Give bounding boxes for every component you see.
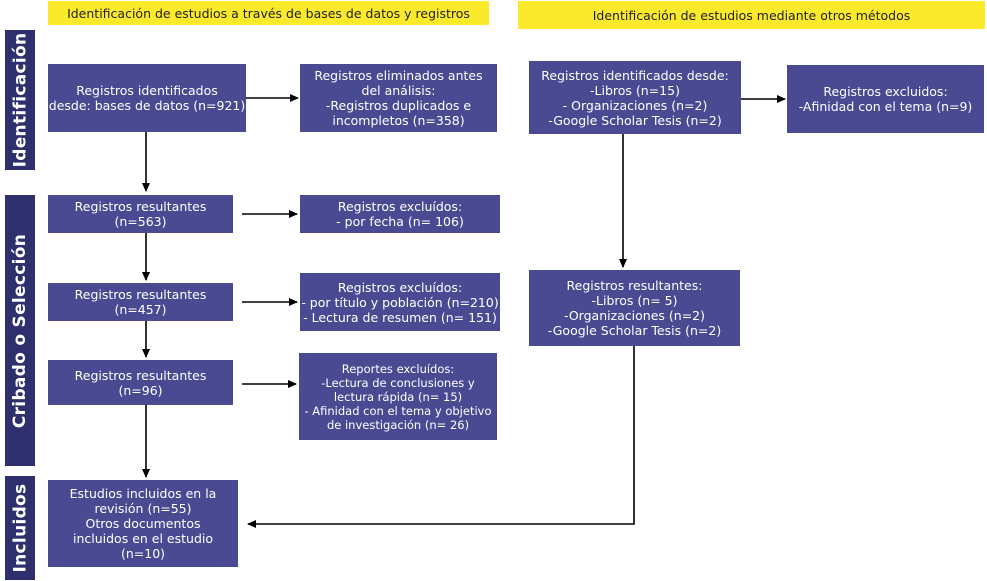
box-line: Registros identificados desde: xyxy=(541,67,729,83)
box-line: Otros documentos xyxy=(85,516,201,531)
box-line: -Libros (n= 5) xyxy=(591,293,678,308)
header-databases: Identificación de estudios a través de b… xyxy=(48,1,489,25)
box-line: - por fecha (n= 106) xyxy=(336,214,464,229)
box-line: Registros resultantes xyxy=(74,199,207,214)
box-line: lectura rápida (n= 15) xyxy=(333,389,463,404)
box-line: - Organizaciones (n=2) xyxy=(562,97,708,113)
box-line: -Google Scholar Tesis (n=2) xyxy=(547,323,722,338)
box-line: desde: bases de datos (n=921) xyxy=(48,98,246,113)
box-line: Registros excluídos: xyxy=(337,199,463,214)
box-result-1: Registros resultantes(n=563) xyxy=(48,195,233,233)
box-line: Estudios incluidos en la xyxy=(69,486,217,501)
box-excluded-1: Registros excluídos:- por fecha (n= 106) xyxy=(300,195,500,233)
phase-incluidos: Incluidos xyxy=(5,476,35,580)
box-line: -Lectura de conclusiones y xyxy=(321,375,475,390)
box-line: Reportes excluídos: xyxy=(341,361,455,376)
box-line: revisión (n=55) xyxy=(94,501,192,516)
box-line: - Afinidad con el tema y objetivo xyxy=(304,403,492,418)
box-line: -Organizaciones (n=2) xyxy=(563,308,706,323)
header-other-methods: Identificación de estudios mediante otro… xyxy=(518,1,985,29)
box-other-result: Registros resultantes:-Libros (n= 5)-Org… xyxy=(529,270,740,346)
arrow-other-result-to-included xyxy=(247,346,635,528)
box-line: -Libros (n=15) xyxy=(590,82,680,98)
box-line: Registros resultantes xyxy=(74,287,207,302)
box-excluded-2: Registros excluídos:- por título y pobla… xyxy=(300,273,500,331)
box-line: (n=563) xyxy=(114,214,167,229)
box-line: incompletos (n=358) xyxy=(332,113,465,128)
box-line: del análisis: xyxy=(361,83,436,98)
box-excluded-3: Reportes excluídos:-Lectura de conclusio… xyxy=(299,353,497,440)
box-line: - Lectura de resumen (n= 151) xyxy=(303,309,497,325)
box-line: incluidos en el estudio xyxy=(72,531,213,546)
box-other-identified: Registros identificados desde:-Libros (n… xyxy=(529,61,741,134)
box-line: (n=457) xyxy=(114,302,167,317)
box-line: Registros resultantes xyxy=(74,367,207,383)
box-line: -Google Scholar Tesis (n=2) xyxy=(548,112,722,128)
box-line: (n=96) xyxy=(118,382,163,398)
box-line: -Registros duplicados e xyxy=(325,98,472,113)
box-line: (n=10) xyxy=(120,546,166,561)
phase-identificacion: Identificación xyxy=(5,30,35,170)
box-line: Registros excluídos: xyxy=(337,279,463,295)
box-line: -Afinidad con el tema (n=9) xyxy=(798,99,973,114)
box-result-2: Registros resultantes(n=457) xyxy=(48,283,233,321)
box-line: Registros identificados xyxy=(76,83,218,98)
box-line: Registros resultantes: xyxy=(566,278,703,293)
box-result-3: Registros resultantes(n=96) xyxy=(48,360,233,405)
box-line: de investigación (n= 26) xyxy=(326,417,470,432)
phase-cribado: Cribado o Selección xyxy=(5,195,35,466)
box-line: Registros eliminados antes xyxy=(314,68,483,83)
box-line: Registros excluidos: xyxy=(823,84,948,99)
box-other-excluded: Registros excluidos:-Afinidad con el tem… xyxy=(787,65,984,133)
box-line: - por título y población (n=210) xyxy=(301,294,499,310)
